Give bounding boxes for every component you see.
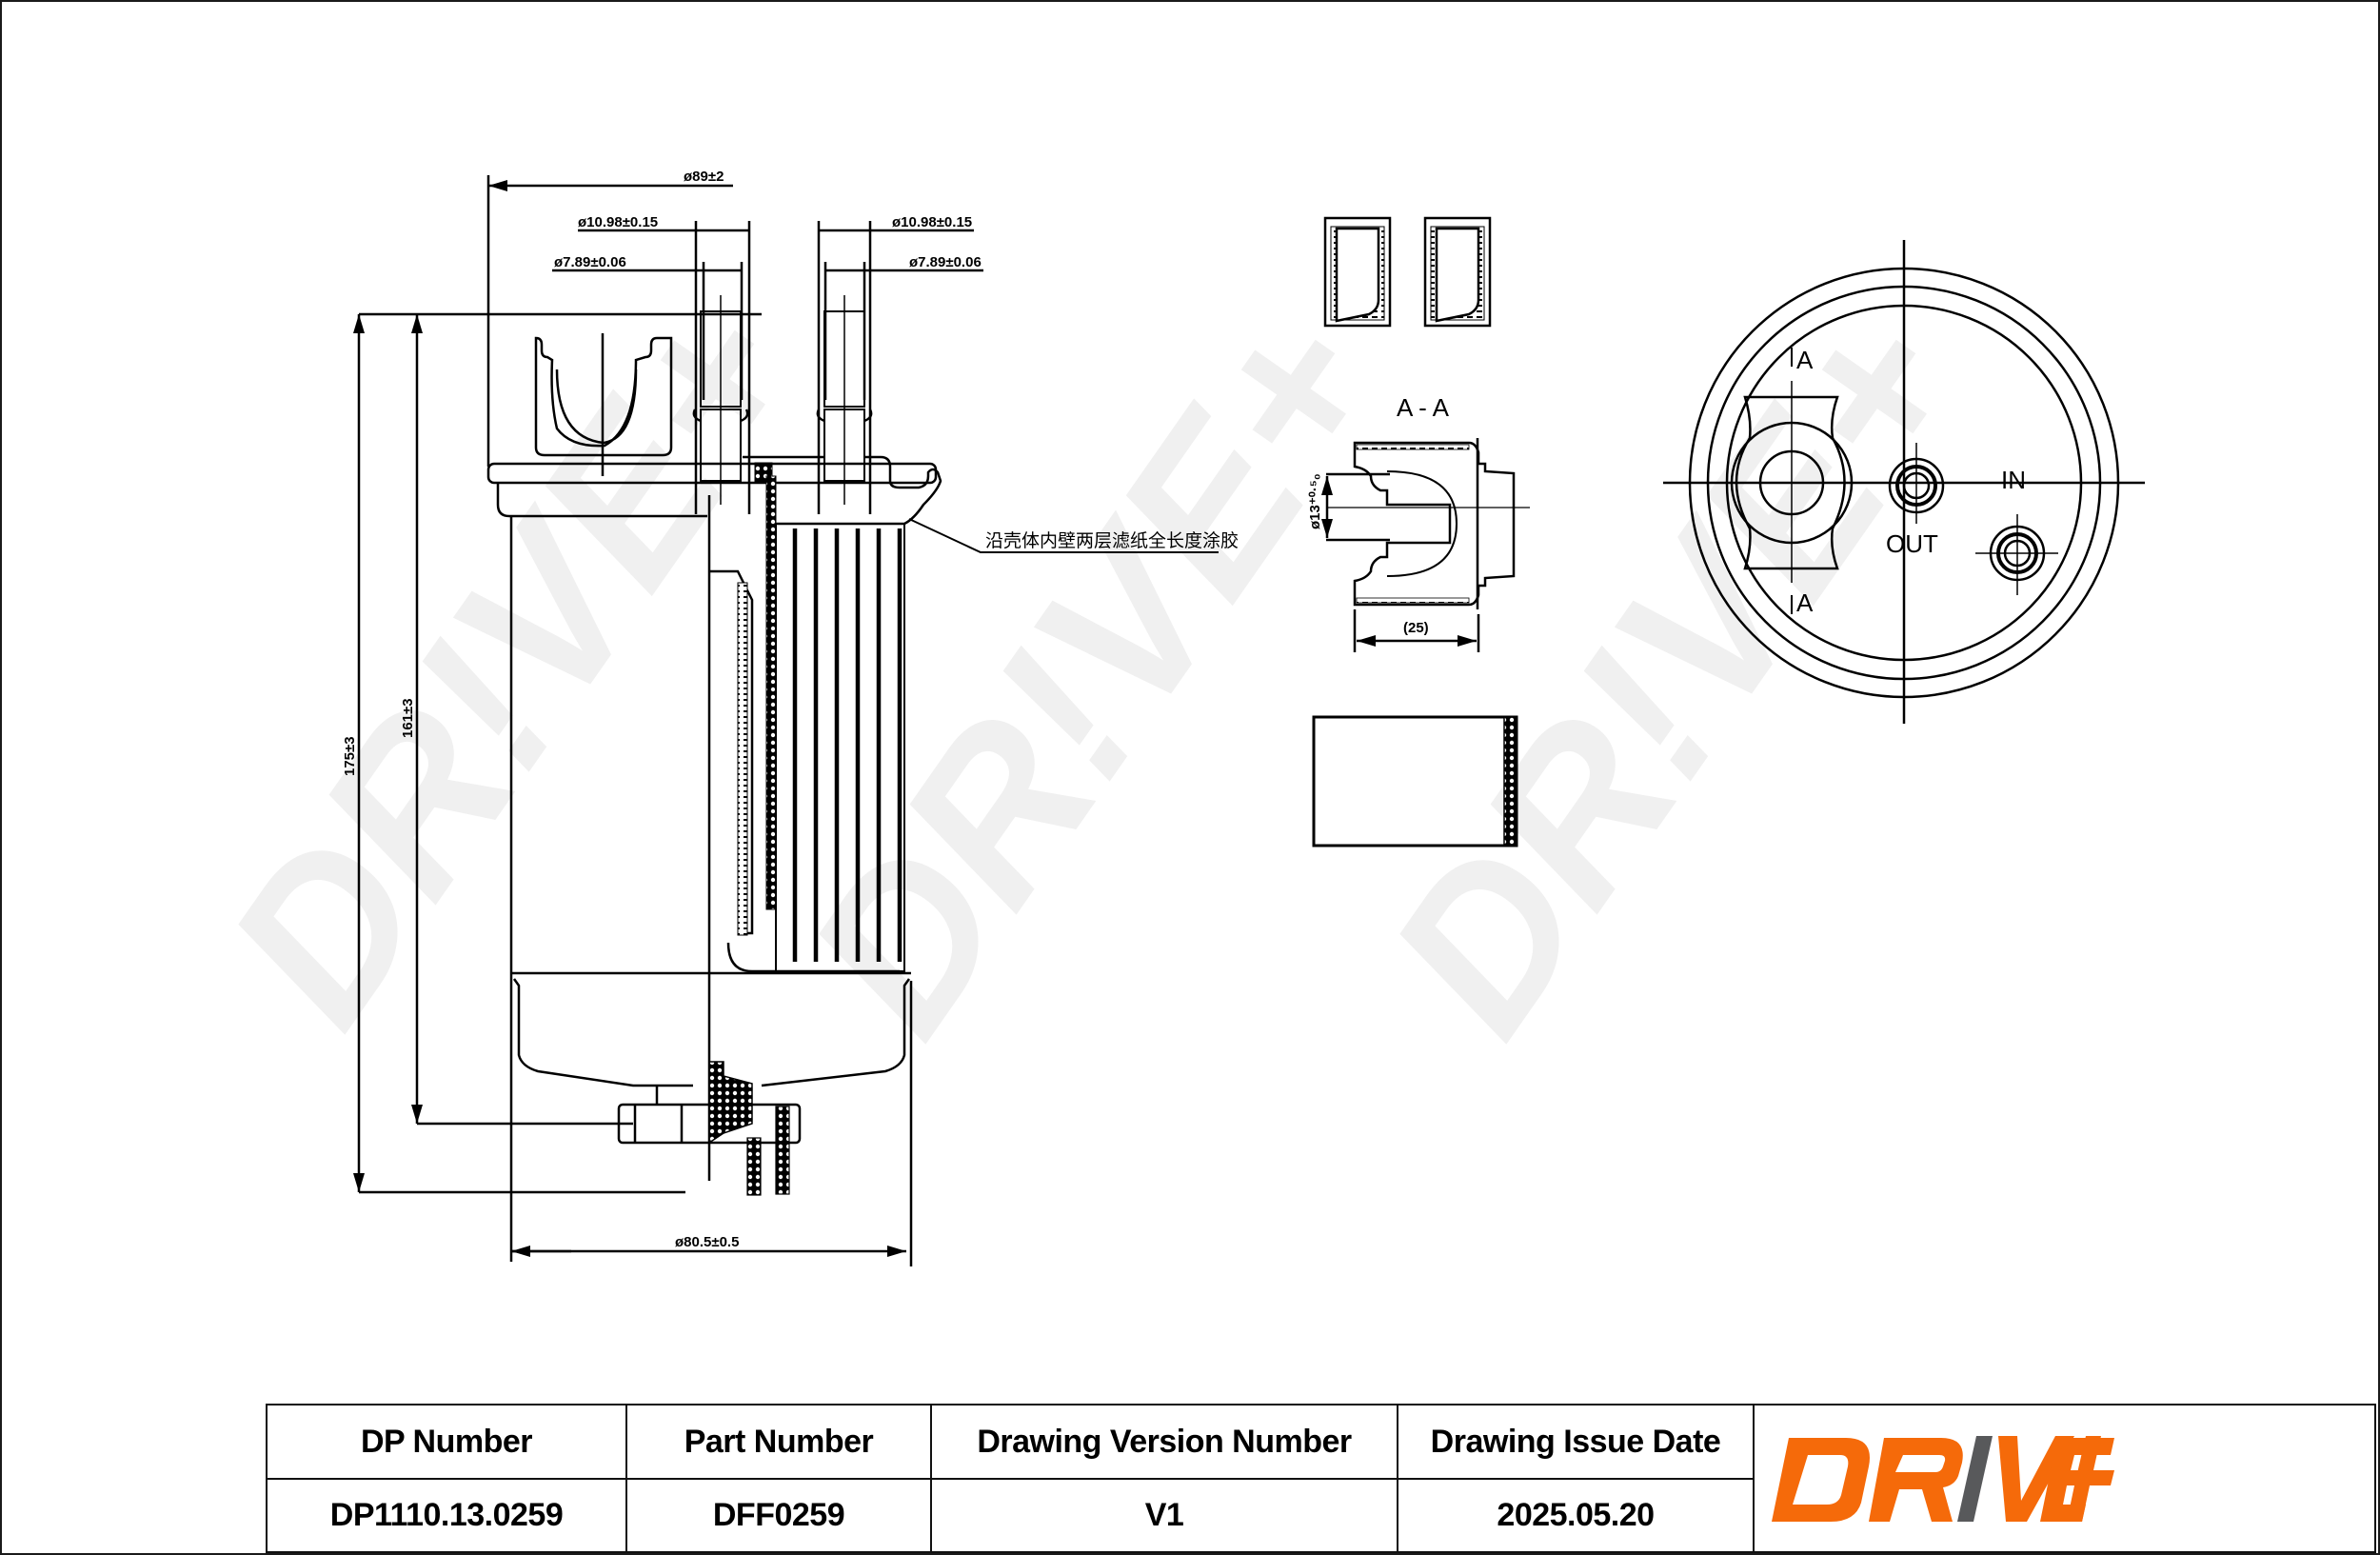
watermark: DR!VE+ DR!VE+ DR!VE+: [181, 261, 2007, 1074]
drive-plus-logo: [1772, 1436, 2114, 1522]
dim-total-height: 175±3: [342, 736, 358, 776]
gasket-detail: [1312, 715, 1518, 847]
dim-body-diameter: ø80.5±0.5: [675, 1234, 739, 1250]
dim-section-length: (25): [1403, 620, 1429, 636]
dim-left-pipe-outer: ø10.98±0.15: [578, 214, 658, 230]
header-part-number: Part Number: [625, 1404, 932, 1480]
dim-overall-diameter: ø89±2: [684, 169, 724, 185]
section-a-a: [1321, 438, 1530, 652]
dim-body-height: 161±3: [400, 698, 416, 738]
value-issue-date: 2025.05.20: [1397, 1478, 1755, 1553]
port-label-out: OUT: [1886, 529, 1938, 558]
value-dp-number: DP1110.13.0259: [266, 1478, 627, 1553]
header-issue-date: Drawing Issue Date: [1397, 1404, 1755, 1480]
value-drawing-version: V1: [930, 1478, 1398, 1553]
filter-side-view: [353, 175, 1219, 1266]
dim-right-pipe-inner: ø7.89±0.06: [909, 254, 982, 270]
brand-logo-cell: [1753, 1404, 2376, 1553]
seal-detail: [1323, 216, 1492, 328]
dim-left-pipe-inner: ø7.89±0.06: [554, 254, 626, 270]
svg-text:DR!VE+: DR!VE+: [1342, 270, 2007, 1074]
filter-top-view: [1663, 240, 2145, 724]
port-label-in: IN: [2001, 466, 2026, 494]
dim-section-diameter: ø13⁺⁰·⁵₀: [1307, 473, 1323, 529]
svg-text:DR!VE+: DR!VE+: [762, 270, 1426, 1074]
section-label: A - A: [1397, 393, 1450, 422]
section-marker-top: A: [1796, 346, 1814, 374]
header-drawing-version: Drawing Version Number: [930, 1404, 1398, 1480]
dim-right-pipe-outer: ø10.98±0.15: [892, 214, 972, 230]
annotation-note: 沿壳体内壁两层滤纸全长度涂胶: [985, 530, 1239, 551]
title-block: DP Number Part Number Drawing Version Nu…: [266, 1404, 2376, 1553]
header-dp-number: DP Number: [266, 1404, 627, 1480]
value-part-number: DFF0259: [625, 1478, 932, 1553]
section-marker-bottom: A: [1796, 588, 1814, 617]
